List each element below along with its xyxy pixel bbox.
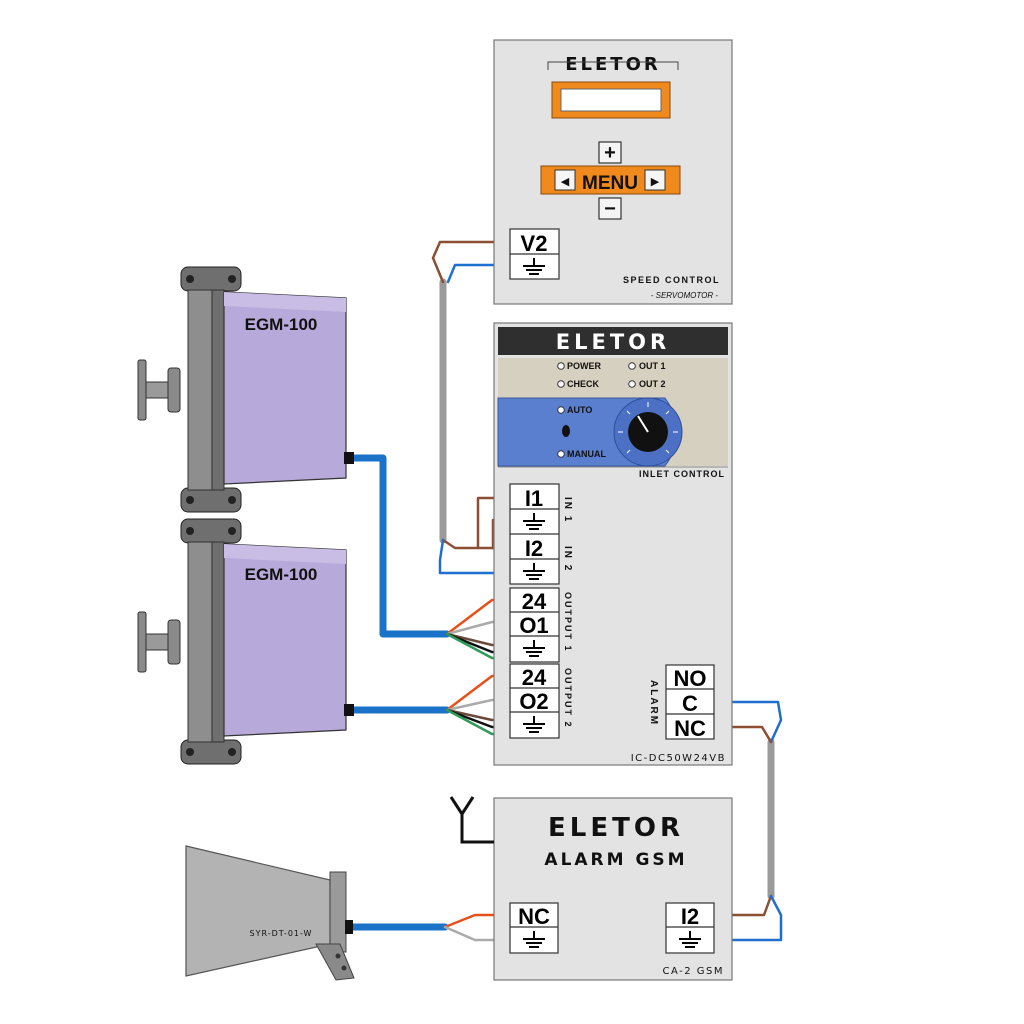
inlet-model: IC-DC50W24VB xyxy=(631,753,726,764)
speed-control-panel: ELETOR + ◀ MENU ▶ − V2 SPEED CONTROL - S… xyxy=(493,39,733,305)
toggle-switch[interactable] xyxy=(562,425,570,437)
terminal-block-gsm-right xyxy=(665,902,715,954)
minus-button[interactable] xyxy=(598,197,622,220)
ground-icon xyxy=(523,513,545,530)
dial-ticks xyxy=(618,402,678,454)
group-alarm-label: ALARM xyxy=(648,680,659,726)
wire-i2-brown xyxy=(441,538,512,550)
led-power-icon xyxy=(557,362,565,370)
speed-control-brand: ELETOR xyxy=(565,54,661,75)
ground-icon xyxy=(523,258,545,275)
terminal-24-b: 24 xyxy=(522,665,547,690)
left-button[interactable] xyxy=(554,169,576,191)
plus-button[interactable] xyxy=(598,141,622,164)
gsm-title: ALARM GSM xyxy=(544,850,687,870)
motor-egm100-bottom: EGM-100 xyxy=(137,518,354,765)
wire-v2-blue xyxy=(446,263,512,284)
terminal-block-alarm xyxy=(665,664,715,740)
terminal-o1: O1 xyxy=(519,613,548,638)
led-out1-icon xyxy=(628,362,636,370)
wire-in2-blue xyxy=(438,538,512,575)
terminal-v2: V2 xyxy=(521,231,548,256)
group-in1-label: IN 1 xyxy=(562,497,573,523)
terminal-c: C xyxy=(682,691,698,716)
gsm-model: CA-2 GSM xyxy=(663,966,724,977)
led-power: POWER xyxy=(567,361,602,371)
plus-symbol: + xyxy=(604,142,616,164)
left-arrow-icon: ◀ xyxy=(561,176,570,188)
inlet-header xyxy=(498,327,728,355)
right-button[interactable] xyxy=(644,169,666,191)
led-check: CHECK xyxy=(567,379,600,389)
horn-icon xyxy=(185,845,331,977)
group-out1-label: OUTPUT 1 xyxy=(563,592,573,653)
siren-horn: SYR-DT-01-W xyxy=(185,845,355,981)
terminal-block-out2 xyxy=(509,663,560,739)
wire-gsm-gnd-blue xyxy=(712,894,783,942)
ground-icon xyxy=(679,931,701,948)
switch-manual: MANUAL xyxy=(567,449,606,459)
gsm-terminal-i2: I2 xyxy=(681,904,699,929)
led-out2-icon xyxy=(628,380,636,388)
gsm-brand: ELETOR xyxy=(548,813,684,843)
speed-control-title: SPEED CONTROL xyxy=(623,275,720,285)
ground-icon xyxy=(523,640,545,657)
minus-symbol: − xyxy=(604,198,616,220)
terminal-block-gsm-left xyxy=(509,902,559,954)
terminal-i1: I1 xyxy=(525,486,543,511)
dial-pointer xyxy=(637,415,649,433)
led-manual-icon xyxy=(557,450,565,458)
inlet-brand: ELETOR xyxy=(556,330,670,354)
motor-top-label: EGM-100 xyxy=(245,315,318,334)
led-check-icon xyxy=(557,380,565,388)
wire-v2-brown xyxy=(431,240,512,284)
inlet-panel-label: INLET CONTROL xyxy=(639,469,725,479)
terminal-i2: I2 xyxy=(525,536,543,561)
motor-egm100-top: EGM-100 xyxy=(137,266,354,513)
switch-auto: AUTO xyxy=(567,405,592,415)
siren-label: SYR-DT-01-W xyxy=(250,929,313,938)
speed-control-subtitle: - SERVOMOTOR - xyxy=(651,291,719,300)
terminal-24-a: 24 xyxy=(522,589,547,614)
led-out1: OUT 1 xyxy=(639,361,666,371)
cable-motor1 xyxy=(348,454,451,638)
menu-button[interactable]: MENU xyxy=(582,173,638,194)
group-out2-label: OUTPUT 2 xyxy=(563,668,573,729)
terminal-nc: NC xyxy=(674,716,706,741)
wire-alarm-c-blue xyxy=(712,700,783,744)
antenna-icon xyxy=(449,796,494,844)
led-auto-icon xyxy=(557,406,565,414)
group-in2-label: IN 2 xyxy=(562,546,573,572)
inlet-control-panel: ELETOR POWER OUT 1 CHECK OUT 2 AUTO MANU… xyxy=(493,322,733,766)
terminal-no: NO xyxy=(674,666,707,691)
gsm-alarm-panel: ELETOR ALARM GSM NC I2 CA-2 GSM xyxy=(449,796,733,981)
ground-icon xyxy=(523,716,545,733)
terminal-block-out1 xyxy=(509,587,560,663)
ground-icon xyxy=(523,931,545,948)
lcd-display xyxy=(560,88,662,112)
brand-underline xyxy=(547,61,679,70)
terminal-o2: O2 xyxy=(519,689,548,714)
right-arrow-icon: ▶ xyxy=(651,176,660,188)
led-area xyxy=(498,358,728,398)
ground-icon xyxy=(523,563,545,580)
led-out2: OUT 2 xyxy=(639,379,666,389)
motor-bottom-label: EGM-100 xyxy=(245,565,318,584)
gsm-terminal-nc: NC xyxy=(518,904,550,929)
